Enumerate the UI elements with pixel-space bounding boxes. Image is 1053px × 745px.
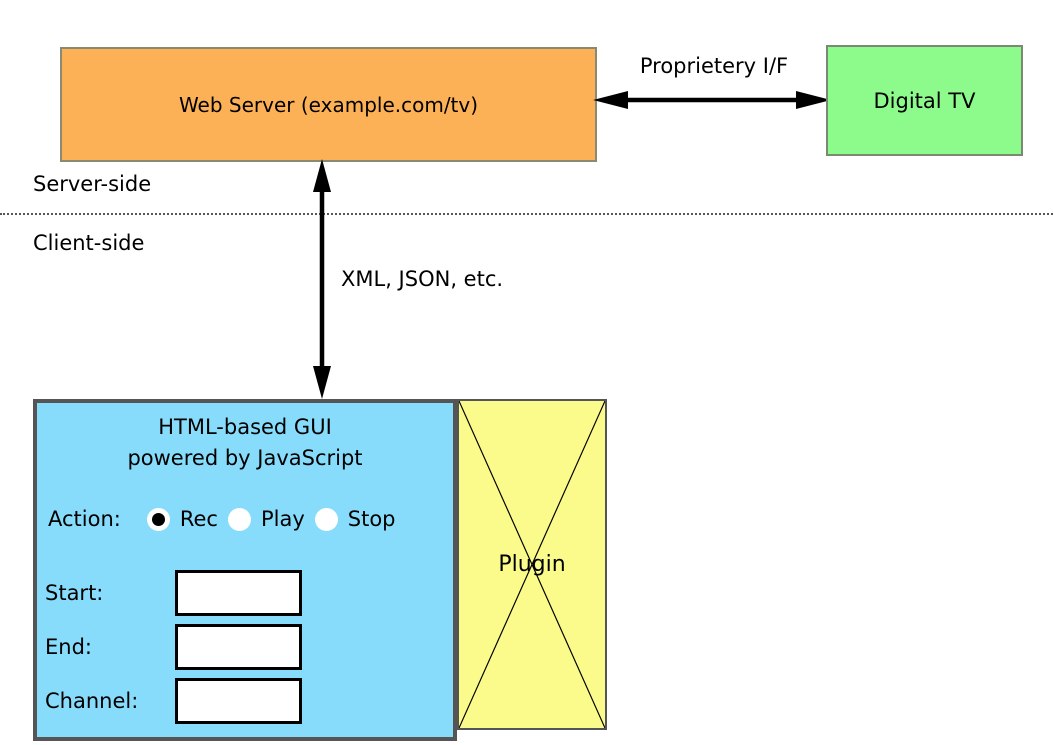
channel-field-row: Channel: <box>45 678 302 724</box>
end-label: End: <box>45 635 92 659</box>
end-input[interactable] <box>175 624 302 670</box>
web-server-label: Web Server (example.com/tv) <box>178 92 479 117</box>
proprietary-interface-label: Proprietery I/F <box>639 54 789 78</box>
digital-tv-label: Digital TV <box>873 88 976 113</box>
data-format-label: XML, JSON, etc. <box>341 267 504 291</box>
bidirectional-arrow-vertical <box>313 159 331 399</box>
plugin-placeholder-cross <box>459 401 605 728</box>
client-side-label: Client-side <box>33 231 145 255</box>
channel-label: Channel: <box>45 689 139 713</box>
radio-rec-label: Rec <box>179 507 218 531</box>
radio-play[interactable] <box>227 507 251 531</box>
start-field-row: Start: <box>45 570 302 616</box>
html-gui-panel: HTML-based GUI powered by JavaScript Act… <box>33 399 457 741</box>
server-side-label: Server-side <box>33 172 152 196</box>
start-label: Start: <box>45 581 104 605</box>
action-label: Action: <box>48 507 121 531</box>
web-server-box: Web Server (example.com/tv) <box>60 47 597 162</box>
radio-dot <box>233 513 246 526</box>
radio-rec[interactable] <box>146 507 170 531</box>
gui-title-line1: HTML-based GUI <box>158 415 332 439</box>
gui-title-line2: powered by JavaScript <box>127 446 363 470</box>
radio-dot <box>151 512 165 526</box>
radio-stop[interactable] <box>314 507 338 531</box>
server-client-divider <box>0 213 1053 215</box>
plugin-label: Plugin <box>498 552 566 577</box>
start-input[interactable] <box>175 570 302 616</box>
plugin-box: Plugin <box>457 399 607 730</box>
gui-title: HTML-based GUI powered by JavaScript <box>37 412 453 474</box>
digital-tv-box: Digital TV <box>826 45 1023 156</box>
action-row: Action: Rec Play Stop <box>48 502 396 536</box>
end-field-row: End: <box>45 624 302 670</box>
radio-play-label: Play <box>260 507 305 531</box>
radio-dot <box>320 513 333 526</box>
bidirectional-arrow-horizontal <box>593 91 831 109</box>
channel-input[interactable] <box>175 678 302 724</box>
radio-stop-label: Stop <box>347 507 396 531</box>
